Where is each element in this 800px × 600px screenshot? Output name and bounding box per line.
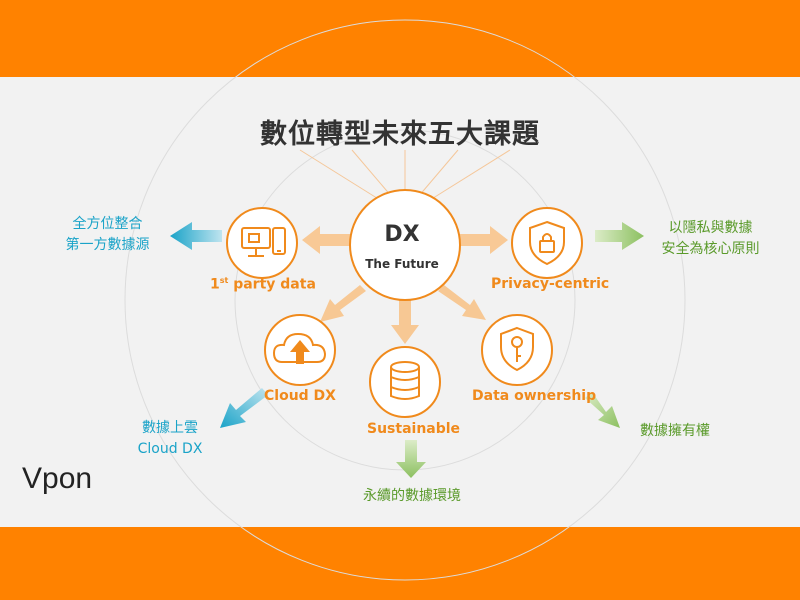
- page-title: 數位轉型未來五大課題: [260, 119, 540, 150]
- outcome-line: 以隱私與數據: [668, 220, 753, 236]
- database-icon: [390, 361, 420, 400]
- outcome-line: 第一方數據源: [65, 237, 150, 253]
- arrow-to-ownership-outcome: [585, 392, 620, 428]
- cloud-upload-icon: [272, 332, 327, 364]
- outcome-privacy: 以隱私與數據 安全為核心原則: [648, 218, 773, 260]
- outcome-first-party: 全方位整合 第一方數據源: [50, 214, 165, 256]
- center-circle: [349, 189, 461, 301]
- top-band: [0, 0, 800, 77]
- outcome-line: 數據上雲: [142, 420, 198, 436]
- arrow-to-privacy-outcome: [595, 222, 644, 250]
- center-title: DX: [384, 222, 420, 247]
- node-first-party: [226, 207, 298, 279]
- node-label-sustainable: Sustainable: [367, 421, 461, 437]
- title-rays: [299, 149, 511, 201]
- node-sustainable: [369, 346, 441, 418]
- key-shield-icon: [500, 326, 534, 372]
- outcome-line: 全方位整合: [72, 216, 143, 232]
- node-ownership: [481, 314, 553, 386]
- outcome-ownership: 數據擁有權: [625, 421, 725, 442]
- node-label-first-party: 1st party data: [210, 276, 316, 293]
- connector-arrows: [302, 226, 508, 344]
- monitor-phone-icon: [241, 227, 286, 257]
- node-cloud: [264, 314, 336, 386]
- outcome-cloud: 數據上雲 Cloud DX: [120, 418, 220, 460]
- outcome-line: 安全為核心原則: [661, 241, 760, 257]
- bottom-band: [0, 527, 800, 600]
- node-label-privacy: Privacy-centric: [491, 276, 610, 292]
- node-label-ownership: Data ownership: [472, 388, 597, 404]
- outcome-line: 永續的數據環境: [363, 488, 461, 504]
- arrow-to-first-party-outcome: [170, 222, 222, 250]
- node-privacy: [511, 207, 583, 279]
- arrow-to-cloud-outcome: [220, 388, 268, 428]
- outcome-sustainable: 永續的數據環境: [352, 486, 472, 507]
- outcome-line: Cloud DX: [137, 441, 203, 457]
- arrow-to-sustainable-outcome: [396, 440, 426, 478]
- label-suffix: party data: [228, 276, 316, 293]
- brand-logo: Vpon: [22, 462, 93, 495]
- node-label-cloud: Cloud DX: [264, 388, 336, 404]
- center-subtitle: The Future: [365, 257, 439, 271]
- outcome-line: 數據擁有權: [640, 423, 710, 439]
- shield-lock-icon: [529, 220, 565, 266]
- label-prefix: 1: [210, 276, 220, 293]
- label-superscript: st: [219, 276, 229, 285]
